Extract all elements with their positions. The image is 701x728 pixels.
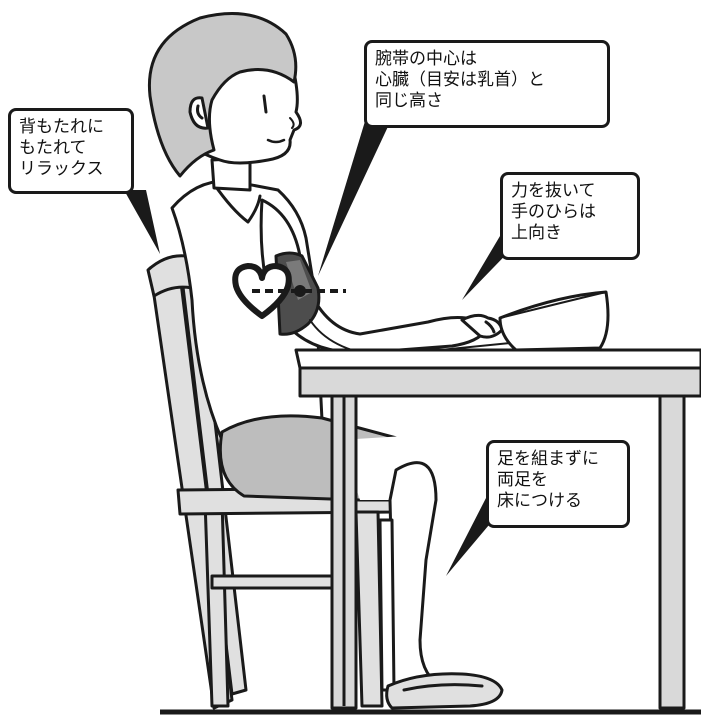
pointer-cuff-center	[318, 118, 392, 276]
cuff-center-dot	[294, 285, 306, 297]
callout-palm: 力を抜いて 手のひらは 上向き	[500, 172, 640, 260]
blood-pressure-monitor	[498, 290, 610, 352]
callout-feet-line-3: 床につける	[497, 491, 582, 511]
callout-cuff-line-1: 腕帯の中心は	[375, 49, 477, 69]
callout-feet-line-1: 足を組まずに	[497, 449, 599, 469]
callout-backrest-line-3: リラックス	[19, 159, 104, 179]
callout-feet-line-2: 両足を	[497, 470, 548, 490]
callout-backrest-line-2: もたれて	[19, 138, 87, 158]
callout-cuff-line-3: 同じ高さ	[375, 91, 443, 111]
callout-palm-line-2: 手のひらは	[511, 202, 596, 222]
callout-backrest: 背もたれに もたれて リラックス	[8, 108, 134, 194]
table	[294, 348, 701, 710]
callout-palm-line-3: 上向き	[511, 223, 562, 243]
callout-cuff-center: 腕帯の中心は 心臓（目安は乳首）と 同じ高さ	[364, 40, 610, 128]
callout-cuff-line-2: 心臓（目安は乳首）と	[375, 70, 545, 90]
heart-icon	[232, 263, 292, 319]
pointer-backrest	[124, 190, 160, 254]
callout-feet: 足を組まずに 両足を 床につける	[486, 440, 630, 528]
hair	[147, 12, 298, 178]
callout-backrest-line-1: 背もたれに	[19, 117, 104, 137]
callout-palm-line-1: 力を抜いて	[511, 181, 596, 201]
